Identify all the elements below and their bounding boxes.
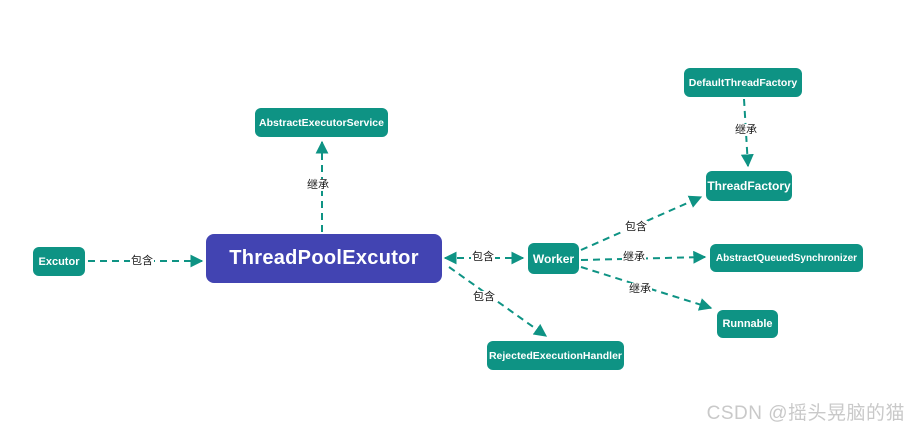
node-abstractexecutorservice: AbstractExecutorService: [255, 108, 388, 137]
edge-threadpoolexcutor-to-rejectedexecutionhandler: [448, 266, 548, 337]
edge-label-inherits: 继承: [622, 250, 646, 264]
edge-label-contains: 包含: [471, 250, 495, 264]
csdn-watermark: CSDN @摇头晃脑的猫: [706, 403, 905, 424]
edge-label-inherits: 继承: [628, 282, 652, 296]
node-worker: Worker: [528, 243, 579, 274]
node-defaultthreadfactory: DefaultThreadFactory: [684, 68, 802, 97]
node-abstractqueuedsynchronizer: AbstractQueuedSynchronizer: [710, 244, 863, 272]
edge-label-contains: 包含: [130, 254, 154, 268]
edge-label-inherits: 继承: [306, 178, 330, 192]
node-rejectedexecutionhandler: RejectedExecutionHandler: [487, 341, 624, 370]
edge-label-contains: 包含: [624, 220, 648, 234]
node-threadfactory: ThreadFactory: [706, 171, 792, 201]
node-excutor: Excutor: [33, 247, 85, 276]
edge-label-inherits: 继承: [734, 123, 758, 137]
node-runnable: Runnable: [717, 310, 778, 338]
node-threadpoolexcutor: ThreadPoolExcutor: [206, 234, 442, 283]
edge-worker-to-runnable: [580, 266, 713, 311]
edge-label-contains: 包含: [472, 290, 496, 304]
